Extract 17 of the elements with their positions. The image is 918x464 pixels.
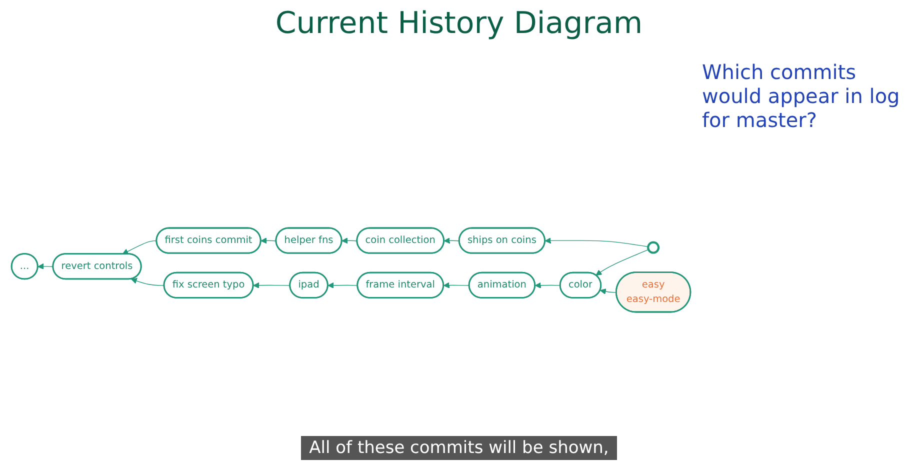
arrow [444, 238, 460, 244]
arrow [534, 282, 561, 288]
arrow [38, 263, 54, 270]
subtitle-caption: All of these commits will be shown, [301, 436, 617, 460]
arrow [443, 282, 470, 288]
arrow [342, 238, 358, 244]
arrow [328, 282, 358, 288]
arrow [122, 240, 158, 254]
arrow [600, 288, 617, 295]
arrow [544, 238, 648, 248]
arrow [130, 278, 165, 286]
arrow [253, 282, 291, 288]
diagram-title: Current History Diagram [274, 6, 644, 41]
arrow [260, 238, 277, 244]
node-circle [647, 241, 660, 254]
arrow [596, 249, 649, 276]
question-note: Which commits would appear in log for master? [702, 60, 901, 132]
